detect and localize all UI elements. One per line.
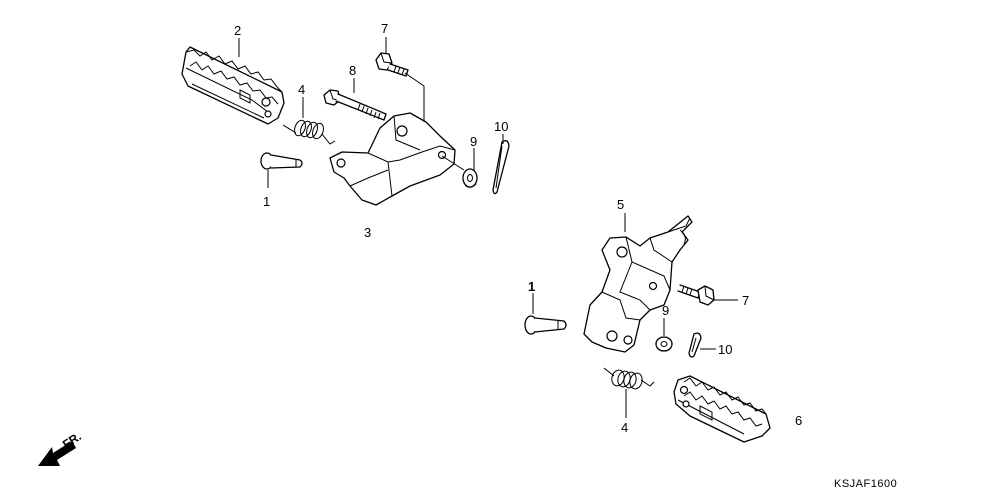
callout-6: 6 [795,413,802,428]
callout-9: 9 [470,134,477,149]
arrow-down-left-icon [38,441,76,466]
left-bracket [329,112,456,206]
callout-4: 4 [298,82,305,97]
right-spring [603,367,655,390]
left-spring [282,119,336,145]
left-washer [462,168,478,188]
left-bolt-short [375,52,409,77]
callout-7: 7 [381,21,388,36]
callout-3: 3 [364,225,371,240]
callout-10: 10 [718,342,732,357]
front-direction-indicator: FR. [38,429,84,466]
left-footpeg [181,46,285,125]
right-footpeg [673,375,771,443]
callout-5: 5 [617,197,624,212]
left-leaders [238,37,504,188]
left-callouts: 2 4 1 3 7 8 9 10 [234,21,508,240]
right-bolt [677,284,715,306]
callout-1: 1 [528,279,535,294]
callout-2: 2 [234,23,241,38]
callout-7: 7 [742,293,749,308]
right-pin [524,315,567,335]
callout-1: 1 [263,194,270,209]
callout-9: 9 [662,303,669,318]
diagram-code: KSJAF1600 [834,478,897,490]
right-leaders [532,213,738,418]
callout-8: 8 [349,63,356,78]
left-pin [260,152,303,170]
right-cotter-pin [688,332,702,358]
right-bracket [583,215,693,353]
callout-4: 4 [621,420,628,435]
right-callouts: 1 5 7 9 10 4 6 [528,197,802,435]
left-bolt-long [323,89,387,121]
right-washer [655,336,673,352]
left-cotter-pin [492,140,510,195]
callout-10: 10 [494,119,508,134]
